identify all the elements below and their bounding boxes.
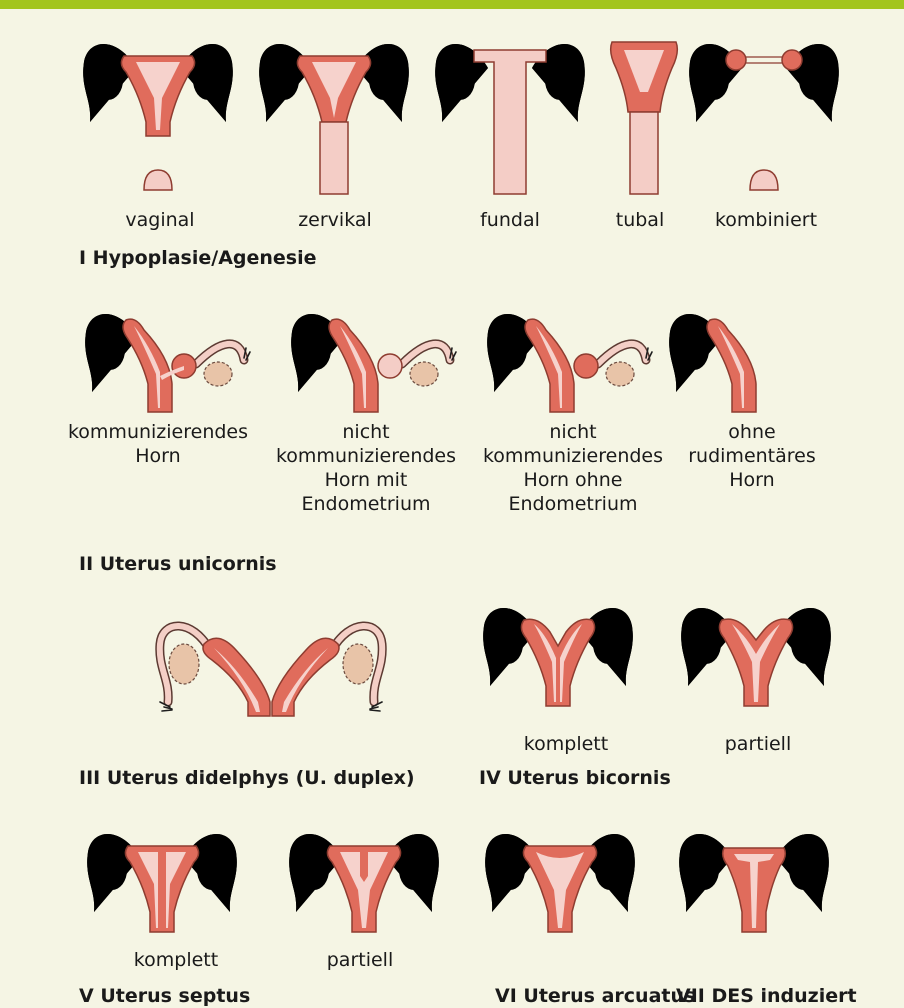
label-vaginal: vaginal <box>125 208 194 232</box>
bicornis-komplett-diagram <box>478 594 638 714</box>
label-kombiniert: kombiniert <box>715 208 817 232</box>
section-title-septus: V Uterus septus <box>79 984 250 1008</box>
label-nicht-kommunizierendes-ohne: nicht kommunizierendes Horn ohne Endomet… <box>483 420 663 516</box>
label-kommunizierendes-horn: kommunizierendes Horn <box>68 420 248 468</box>
unicornis-ohne-rudimentaer-diagram <box>664 300 784 415</box>
uterus-tubal-diagram <box>604 30 684 200</box>
section-title-des: VII DES induziert <box>676 984 857 1008</box>
uterus-kombiniert-diagram <box>684 30 844 200</box>
unicornis-kommunizierend-diagram <box>80 300 250 415</box>
label-septus-partiell: partiell <box>327 948 394 972</box>
label-nicht-kommunizierendes-mit: nicht kommunizierendes Horn mit Endometr… <box>276 420 456 516</box>
accent-top-bar <box>0 0 904 9</box>
label-bicornis-partiell: partiell <box>725 732 792 756</box>
label-septus-komplett: komplett <box>134 948 218 972</box>
uterus-zervikal-diagram <box>254 30 414 200</box>
section-title-didelphys: III Uterus didelphys (U. duplex) <box>79 766 415 790</box>
label-fundal: fundal <box>480 208 540 232</box>
uterus-fundal-diagram <box>430 30 590 200</box>
label-tubal: tubal <box>616 208 664 232</box>
unicornis-nicht-kommunizierend-ohne-diagram <box>482 300 652 415</box>
bicornis-partiell-diagram <box>676 594 836 714</box>
uterus-arcuatus-diagram <box>480 820 640 940</box>
septus-partiell-diagram <box>284 820 444 940</box>
uterus-vaginal-diagram <box>78 30 238 200</box>
section-title-unicornis: II Uterus unicornis <box>79 552 277 576</box>
label-zervikal: zervikal <box>298 208 372 232</box>
septus-komplett-diagram <box>82 820 242 940</box>
section-title-bicornis: IV Uterus bicornis <box>479 766 671 790</box>
label-bicornis-komplett: komplett <box>524 732 608 756</box>
uterus-didelphys-diagram <box>156 610 386 722</box>
unicornis-nicht-kommunizierend-mit-diagram <box>286 300 456 415</box>
uterus-des-diagram <box>674 820 834 940</box>
section-title-hypoplasie: I Hypoplasie/Agenesie <box>79 246 317 270</box>
label-ohne-rudimentaeres: ohne rudimentäres Horn <box>688 420 816 492</box>
section-title-arcuatus: VI Uterus arcuatus <box>495 984 695 1008</box>
